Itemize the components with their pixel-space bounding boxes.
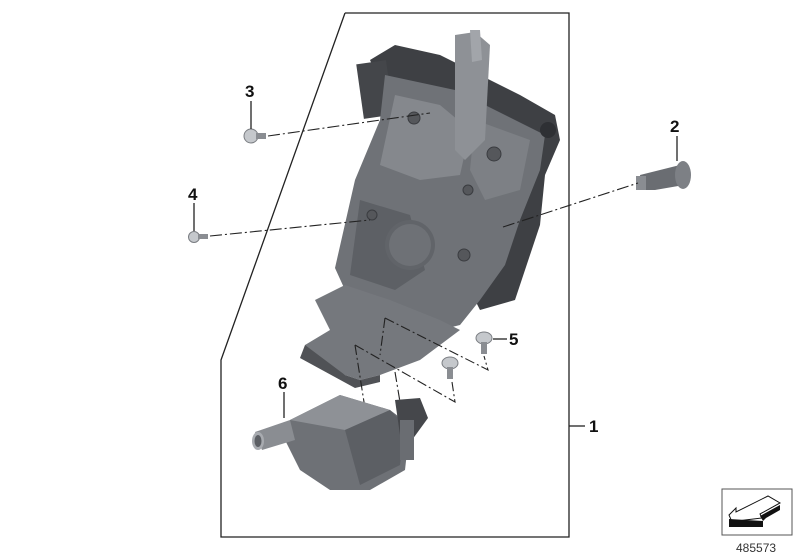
screw-4 xyxy=(188,231,208,243)
callout-5: 5 xyxy=(509,330,519,349)
reference-number: 485573 xyxy=(736,541,777,555)
callout-6: 6 xyxy=(278,374,288,393)
screw-3 xyxy=(243,128,266,144)
assembly-boundary xyxy=(220,12,570,538)
arrow-down-left-icon[interactable] xyxy=(721,488,793,536)
bolt-2 xyxy=(636,161,691,190)
callout-2: 2 xyxy=(670,117,680,136)
bracket-assembly xyxy=(300,30,560,388)
callout-3: 3 xyxy=(245,82,255,101)
screws-5 xyxy=(441,331,493,379)
callout-4: 4 xyxy=(188,185,198,204)
actuator-6 xyxy=(252,395,428,490)
callout-1: 1 xyxy=(589,417,599,436)
